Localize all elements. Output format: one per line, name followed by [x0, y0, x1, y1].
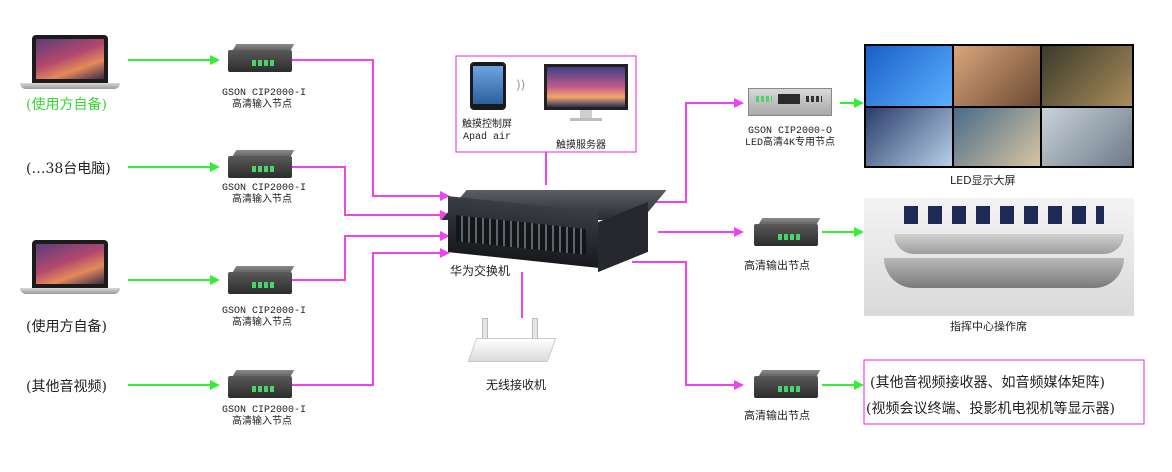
input-node-device-icon — [228, 266, 295, 296]
other-devices-frame — [863, 359, 1145, 425]
net-wire-1 — [292, 59, 450, 201]
led-screen-image — [864, 44, 1134, 168]
wifi-icon: )) — [516, 78, 526, 92]
input-node-device-icon — [228, 370, 295, 400]
led-node-device-icon — [748, 84, 832, 118]
source-label-1: (使用方自备) — [26, 97, 107, 113]
output-node-device-icon — [754, 218, 821, 248]
output-node-label-2: 高清输出节点 — [744, 409, 810, 422]
source-label-2: (…38台电脑) — [26, 161, 111, 177]
output-node-label-1: 高清输出节点 — [744, 259, 810, 272]
led-screen-label: LED显示大屏 — [950, 174, 1016, 187]
other-devices-line-2: (视频会议终端、投影机电视机等显示器) — [866, 401, 1115, 417]
console-label: 指挥中心操作席 — [950, 320, 1027, 333]
source-label-4: (其他音视频) — [26, 379, 107, 395]
net-wire-4 — [292, 248, 450, 386]
router-device-icon — [467, 318, 557, 364]
touch-panel-frame — [455, 55, 637, 153]
monitor-icon — [544, 64, 628, 121]
input-node-device-icon — [228, 150, 295, 180]
laptop-icon — [20, 240, 120, 296]
output-node-device-icon — [754, 370, 821, 400]
server-label: 触摸服务器 — [556, 140, 606, 151]
switch-label: 华为交换机 — [450, 264, 511, 278]
router-label: 无线接收机 — [486, 378, 547, 392]
net-wire-out-2 — [632, 261, 744, 390]
tablet-icon — [470, 62, 506, 110]
switch-device-icon — [441, 190, 667, 273]
laptop-icon — [20, 35, 120, 91]
console-image — [864, 198, 1134, 316]
other-devices-line-1: (其他音视频接收器、如音频媒体矩阵) — [870, 375, 1105, 391]
source-label-3: (使用方自备) — [26, 319, 107, 335]
input-node-device-icon — [228, 44, 295, 74]
net-wire-led — [628, 98, 744, 203]
net-wire-3 — [292, 231, 450, 281]
net-wire-2 — [292, 166, 450, 220]
